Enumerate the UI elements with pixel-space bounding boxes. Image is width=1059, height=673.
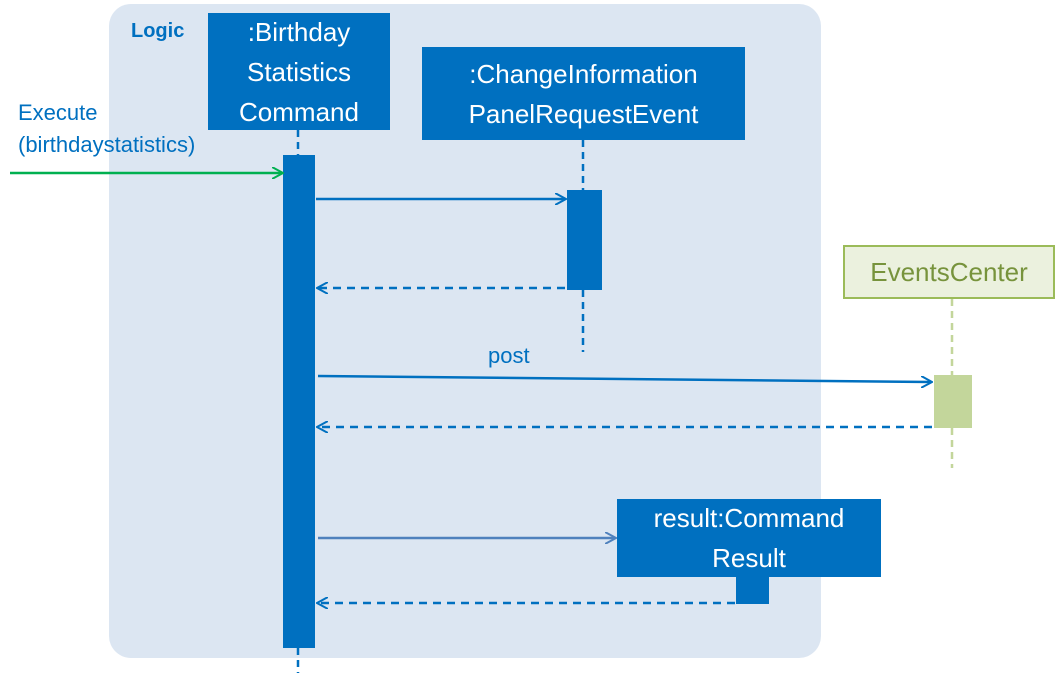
- activation-change-info-panel-request-event: [567, 190, 602, 290]
- participant-change-info-panel-request-event: :ChangeInformation PanelRequestEvent: [422, 47, 745, 140]
- activation-events-center: [934, 375, 972, 428]
- arrow-post: [317, 374, 931, 382]
- participant-birthday-statistics-command: :Birthday Statistics Command: [208, 13, 390, 130]
- participant-label: EventsCenter: [870, 257, 1028, 287]
- participant-label: :ChangeInformation PanelRequestEvent: [468, 58, 699, 129]
- activation-birthday-statistics-command: [283, 155, 315, 648]
- participant-command-result: result:Command Result: [617, 499, 881, 577]
- participant-label: result:Command Result: [653, 503, 845, 573]
- message-execute-label: Execute (birthdaystatistics): [18, 100, 196, 157]
- message-post-label: post: [488, 343, 530, 368]
- participant-label: :Birthday Statistics Command: [239, 16, 359, 127]
- participant-events-center: EventsCenter: [843, 245, 1055, 299]
- logic-frame-label: Logic: [131, 20, 185, 42]
